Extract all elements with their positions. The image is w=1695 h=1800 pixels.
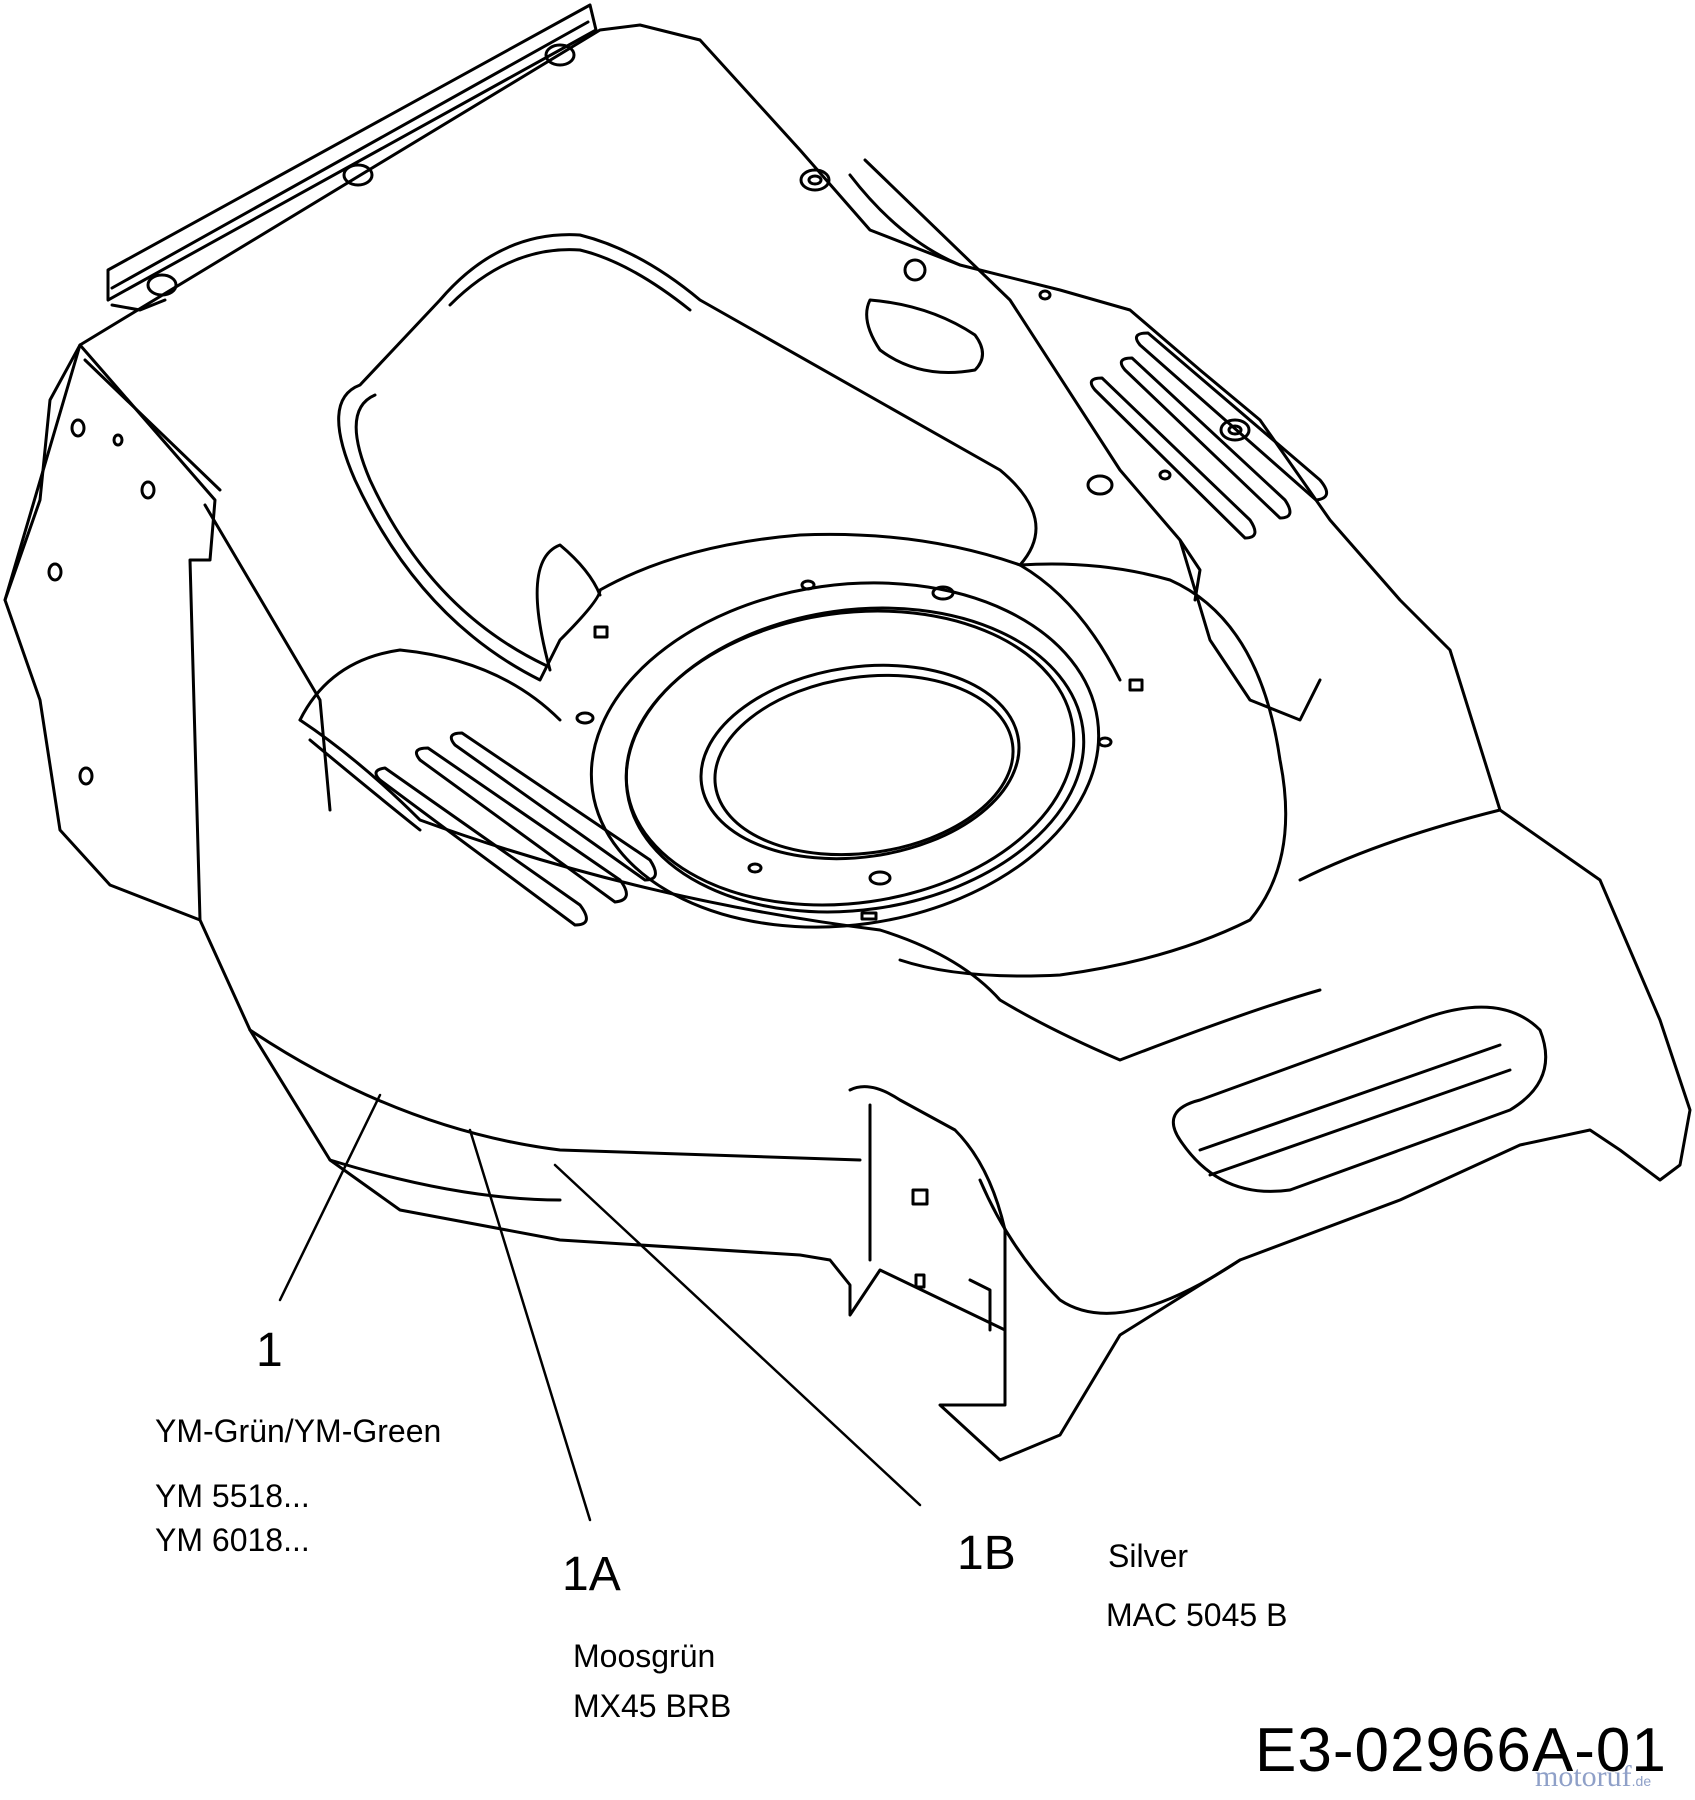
watermark: motoruf.de <box>1535 1760 1651 1794</box>
callout-1-number: 1 <box>256 1324 283 1377</box>
callout-1a-code: MX45 BRB <box>573 1688 732 1724</box>
callout-1-model-b: YM 6018... <box>155 1522 310 1558</box>
drawing-code: E3-02966A-01 <box>1255 1716 1667 1785</box>
left-vent-slots <box>374 731 657 927</box>
rear-flap <box>106 3 598 312</box>
callout-1b-code: MAC 5045 B <box>1106 1597 1288 1633</box>
motor-mount <box>535 543 1144 929</box>
watermark-suffix: .de <box>1631 1773 1652 1789</box>
callout-1b-number: 1B <box>957 1527 1016 1580</box>
callout-1a-color: Moosgrün <box>573 1638 716 1674</box>
leader-line-1 <box>278 1093 382 1302</box>
leader-line-1b <box>553 1163 922 1507</box>
leader-lines <box>278 1093 922 1522</box>
right-side-rail <box>799 158 1322 722</box>
callout-1-model-a: YM 5518... <box>155 1478 310 1514</box>
callout-1b-color: Silver <box>1108 1538 1189 1574</box>
watermark-text: motoruf <box>1535 1760 1632 1793</box>
left-side-panel <box>47 343 862 1202</box>
callout-1-color: YM-Grün/YM-Green <box>155 1413 442 1449</box>
callout-1a-number: 1A <box>562 1548 621 1601</box>
leader-line-1a <box>468 1128 592 1522</box>
right-vent-slots <box>1089 331 1328 540</box>
top-recess <box>337 233 1038 682</box>
deck-contour <box>298 562 1502 1062</box>
deck-outline <box>3 23 1692 1462</box>
front-corner <box>848 1085 1242 1332</box>
front-handle-recess <box>1171 1005 1548 1193</box>
